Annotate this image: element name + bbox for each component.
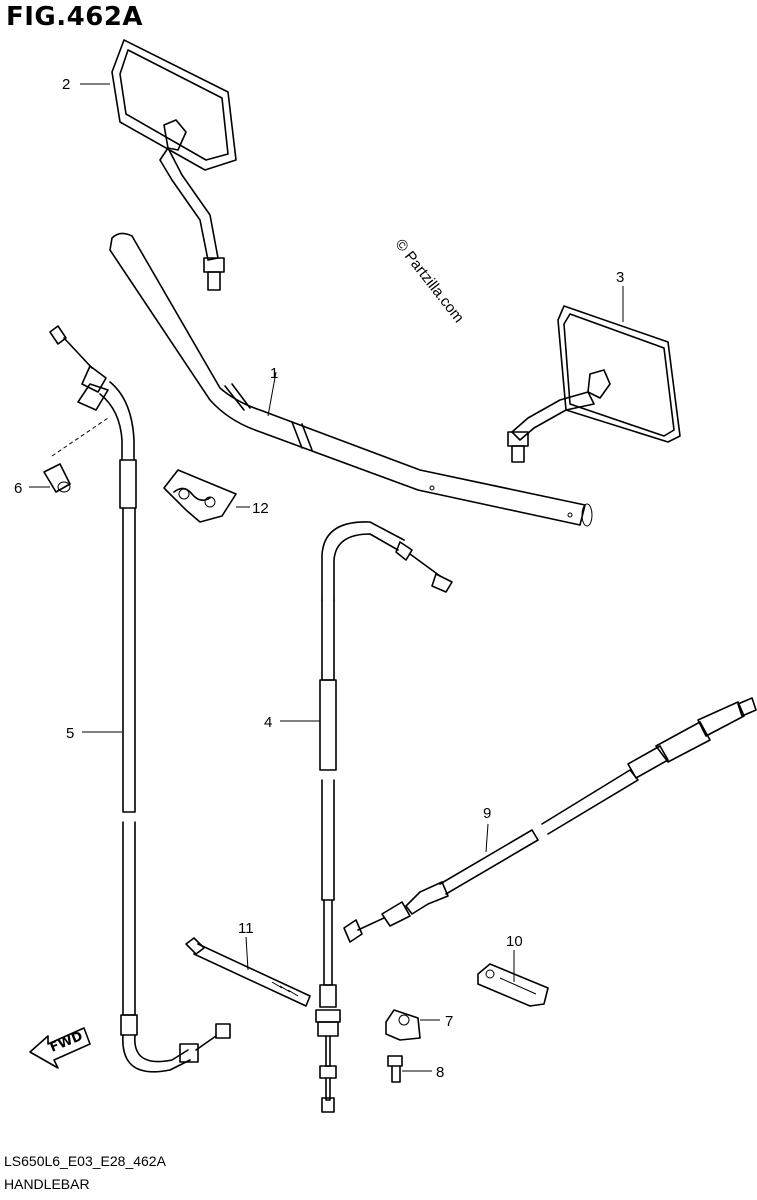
part-5-cable[interactable] bbox=[49, 325, 231, 1073]
part-10-bracket[interactable] bbox=[477, 963, 549, 1007]
callout-4: 4 bbox=[264, 714, 272, 731]
figure-title: FIG.462A bbox=[6, 2, 144, 32]
model-code: LS650L6_E03_E28_462A bbox=[4, 1153, 166, 1169]
part-11-cable-tie[interactable] bbox=[185, 937, 311, 1007]
part-1-handlebar[interactable] bbox=[109, 232, 593, 527]
part-12-clamp[interactable] bbox=[163, 469, 237, 523]
callout-7: 7 bbox=[445, 1013, 453, 1030]
part-7-holder[interactable] bbox=[385, 1009, 421, 1041]
callout-10: 10 bbox=[506, 933, 523, 950]
part-8-screw[interactable] bbox=[387, 1055, 403, 1083]
callout-9: 9 bbox=[483, 805, 491, 822]
part-9-cable[interactable] bbox=[343, 697, 757, 943]
callout-1: 1 bbox=[270, 365, 278, 382]
callout-12: 12 bbox=[252, 500, 269, 517]
fwd-arrow-icon: FWD bbox=[29, 1027, 91, 1069]
callout-5: 5 bbox=[66, 725, 74, 742]
callout-labels: 1 2 3 4 5 6 7 8 9 10 11 12 bbox=[14, 76, 624, 1081]
callout-6: 6 bbox=[14, 480, 22, 497]
fwd-label: FWD bbox=[48, 1029, 85, 1056]
callout-leaders bbox=[29, 83, 624, 1072]
section-name: HANDLEBAR bbox=[4, 1176, 90, 1192]
part-4-cable[interactable] bbox=[315, 521, 453, 1113]
part-6-bolt[interactable] bbox=[43, 417, 109, 493]
part-3-right-mirror[interactable] bbox=[507, 305, 681, 463]
part-2-left-mirror[interactable] bbox=[111, 39, 237, 291]
callout-8: 8 bbox=[436, 1064, 444, 1081]
callout-2: 2 bbox=[62, 76, 70, 93]
callout-11: 11 bbox=[238, 920, 254, 937]
callout-3: 3 bbox=[616, 269, 624, 286]
